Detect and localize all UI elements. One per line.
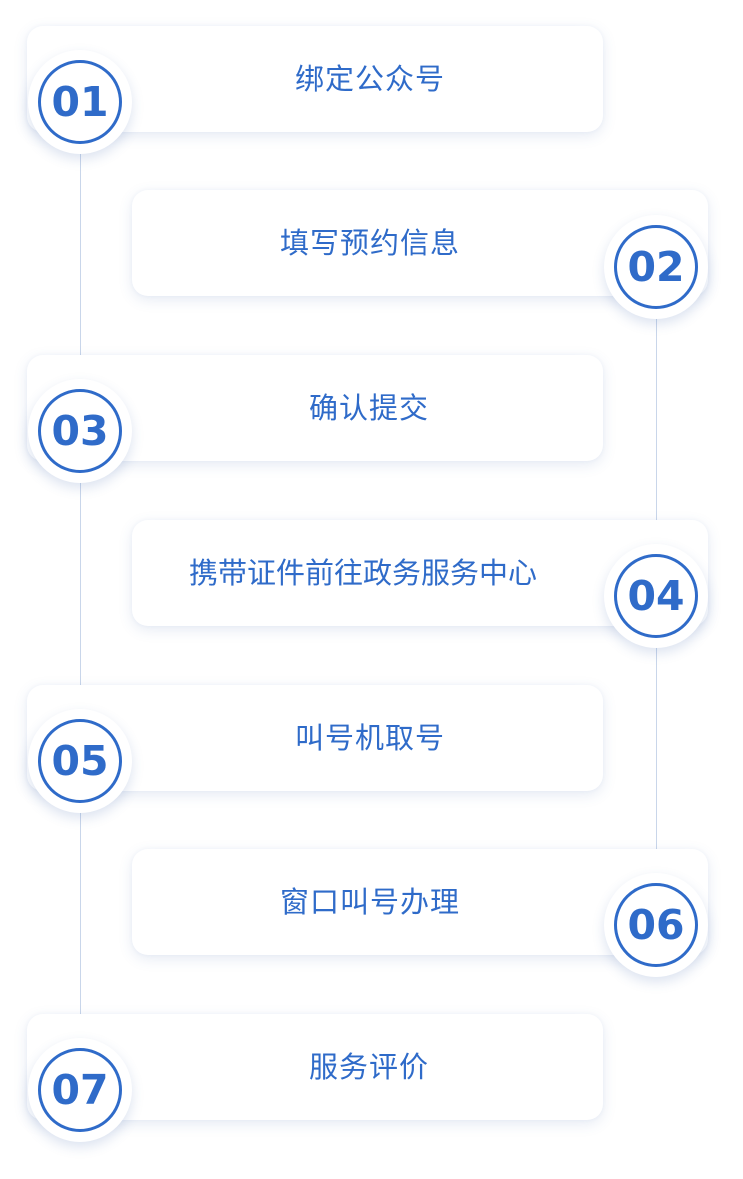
step-label-4: 携带证件前往政务服务中心: [189, 556, 538, 590]
step-label-5: 叫号机取号: [295, 721, 446, 755]
step-number-7: 07: [51, 1066, 109, 1114]
step-number-1: 01: [51, 78, 109, 126]
step-label-2: 填写预约信息: [280, 226, 461, 260]
step-number-6: 06: [627, 901, 685, 949]
connector-line-right-1: [656, 316, 657, 521]
step-number-4: 04: [627, 572, 685, 620]
step-label-7: 服务评价: [309, 1050, 430, 1084]
step-label-3: 确认提交: [309, 391, 430, 425]
step-label-1: 绑定公众号: [295, 62, 446, 96]
step-badge-7: 07: [28, 1038, 132, 1142]
connector-line-right-2: [656, 645, 657, 850]
step-number-2: 02: [627, 243, 685, 291]
step-badge-1: 01: [28, 50, 132, 154]
step-number-3: 03: [51, 407, 109, 455]
step-badge-6: 06: [604, 873, 708, 977]
step-badge-ring-7: 07: [38, 1048, 122, 1132]
connector-line-left-2: [80, 480, 81, 686]
step-badge-ring-1: 01: [38, 60, 122, 144]
connector-line-left-1: [80, 152, 81, 356]
step-badge-ring-2: 02: [614, 225, 698, 309]
step-label-6: 窗口叫号办理: [280, 885, 461, 919]
step-badge-5: 05: [28, 709, 132, 813]
step-badge-ring-5: 05: [38, 719, 122, 803]
step-badge-2: 02: [604, 215, 708, 319]
step-number-5: 05: [51, 737, 109, 785]
step-badge-ring-6: 06: [614, 883, 698, 967]
connector-line-left-3: [80, 810, 81, 1016]
step-badge-ring-4: 04: [614, 554, 698, 638]
step-badge-3: 03: [28, 379, 132, 483]
step-badge-4: 04: [604, 544, 708, 648]
step-badge-ring-3: 03: [38, 389, 122, 473]
